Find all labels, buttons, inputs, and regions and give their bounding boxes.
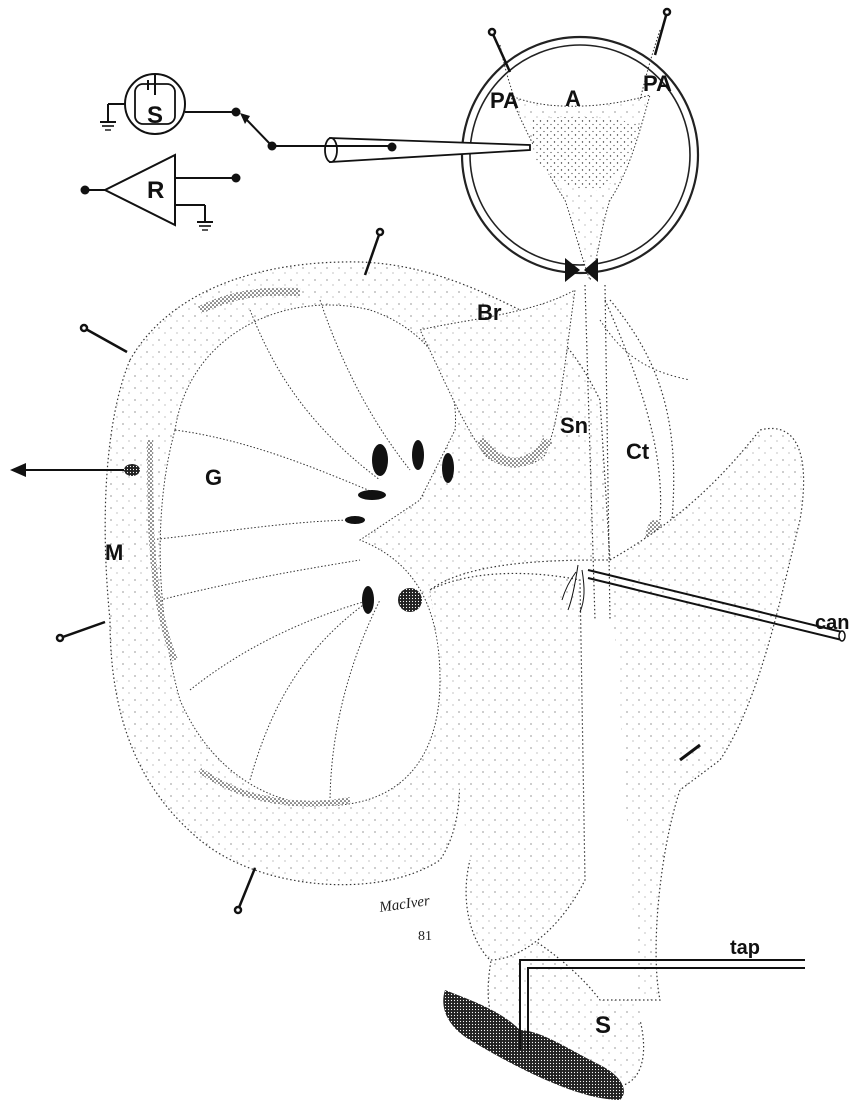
label-pa-right: PA bbox=[643, 71, 672, 96]
label-m: M bbox=[105, 540, 123, 565]
label-s-bottom: S bbox=[595, 1012, 611, 1039]
stimulator bbox=[100, 74, 272, 146]
label-g: G bbox=[205, 465, 222, 490]
label-sn: Sn bbox=[560, 413, 588, 438]
label-tap: tap bbox=[730, 937, 760, 959]
artist-signature: MacIver bbox=[377, 893, 431, 916]
label-pa-left: PA bbox=[490, 88, 519, 113]
recording-chamber bbox=[462, 30, 698, 282]
label-a: A bbox=[565, 86, 581, 111]
label-recorder: R bbox=[147, 177, 164, 204]
label-ct: Ct bbox=[626, 439, 650, 464]
label-br: Br bbox=[477, 300, 502, 325]
label-can: can bbox=[815, 612, 849, 634]
signature-year: 81 bbox=[418, 929, 432, 944]
label-stimulator: S bbox=[147, 102, 163, 129]
